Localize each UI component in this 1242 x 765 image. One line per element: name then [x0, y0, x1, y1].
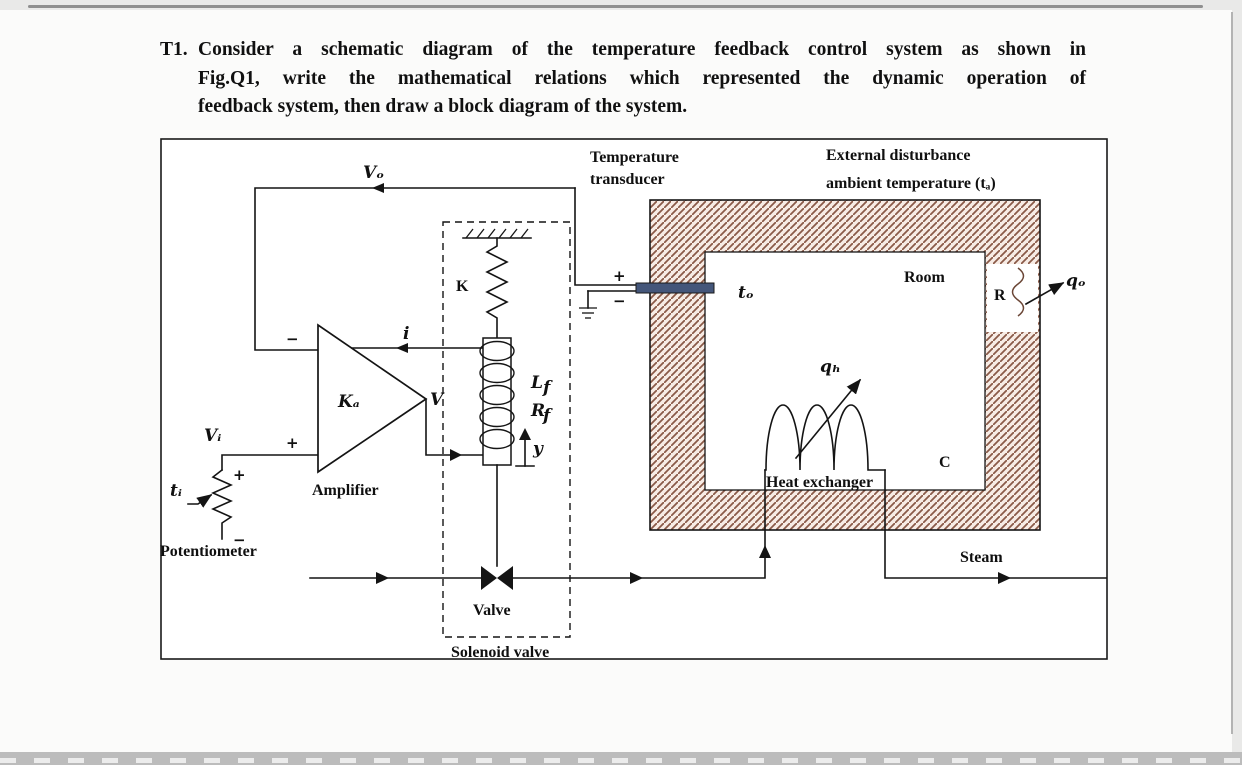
plus-sign-input: + — [286, 434, 299, 452]
lf-sub: f — [542, 378, 553, 398]
potentiometer-resistor — [211, 468, 233, 540]
rf-label: R — [530, 401, 545, 421]
to-label: tₒ — [738, 283, 754, 303]
transducer-probe — [635, 282, 715, 294]
minus-sign-feedback: − — [286, 330, 299, 348]
current-arrow — [396, 343, 408, 353]
question-line-3: feedback system, then draw a block diagr… — [198, 96, 688, 117]
amplifier-triangle — [317, 323, 428, 474]
pipe-arrow-steam — [998, 572, 1011, 584]
pot-plus-sign: + — [233, 466, 246, 484]
r-label: R — [994, 287, 1006, 304]
vo-arrow — [372, 183, 384, 193]
transducer-caption-line1: Temperature — [590, 149, 679, 166]
c-label: C — [939, 454, 951, 471]
output-arrow — [450, 449, 462, 461]
question-line-1: Consider a schematic diagram of the temp… — [198, 39, 1086, 60]
feedback-wire — [254, 187, 576, 351]
ka-label: Kₐ — [337, 392, 360, 412]
rf-sub: f — [542, 406, 553, 426]
wall-gap — [987, 264, 1038, 332]
coil-core — [482, 337, 512, 466]
figure-q1: Vₒ − + Temperature transducer + − Extern… — [160, 138, 1108, 661]
transducer-lead-plus — [574, 187, 637, 286]
qo-label: qₒ — [1066, 271, 1086, 291]
y-arrow — [515, 428, 535, 467]
heat-exchanger-coil — [764, 404, 886, 471]
steam-pipe-right — [884, 469, 1107, 579]
pipe-arrow-up — [759, 545, 771, 558]
solenoid-dashed-box — [442, 221, 571, 638]
ceiling-hatch — [462, 228, 532, 239]
i-label: i — [403, 324, 409, 344]
solenoid-valve-caption: Solenoid valve — [451, 644, 549, 660]
wiper-arrow — [187, 493, 213, 508]
pipe-arrow-1 — [376, 572, 389, 584]
y-label: y — [532, 439, 544, 459]
valve-symbol — [481, 566, 513, 590]
vo-label: Vₒ — [363, 163, 384, 183]
transducer-caption-line2: transducer — [590, 171, 665, 188]
room-label: Room — [904, 269, 946, 286]
v-label: V — [430, 390, 445, 410]
qh-label: qₕ — [820, 357, 841, 377]
vi-label: Vᵢ — [204, 426, 221, 446]
steam-pipe-to-room — [512, 469, 766, 579]
lf-label: L — [530, 373, 543, 393]
disturbance-caption-line2: ambient temperature (tₐ) — [826, 175, 996, 192]
qh-arrow — [794, 378, 862, 460]
potentiometer-caption: Potentiometer — [160, 543, 257, 560]
photo-edge-right — [1231, 12, 1233, 734]
pot-minus-sign: − — [233, 531, 246, 549]
amplifier-caption: Amplifier — [312, 482, 379, 499]
ti-label: tᵢ — [170, 481, 182, 501]
pipe-arrow-2 — [630, 572, 643, 584]
question-text: T1. Consider a schematic diagram of the t… — [160, 36, 1088, 122]
transducer-minus-sign: − — [613, 292, 626, 310]
photo-edge-bottom-dashes — [0, 758, 1242, 763]
qo-arrow — [1024, 281, 1065, 306]
transducer-plus-sign: + — [613, 267, 626, 285]
coil-bottom-lead — [425, 398, 483, 456]
question-line-2: Fig.Q1, write the mathematical relations… — [198, 67, 1086, 89]
steam-piping — [309, 469, 1107, 584]
disturbance-caption-line1: External disturbance — [826, 147, 970, 164]
spring-k-label: K — [456, 278, 469, 295]
question-number: T1. — [160, 39, 188, 60]
coil-winding — [479, 340, 515, 450]
steam-label: Steam — [960, 549, 1003, 566]
heat-exchanger-caption: Heat exchanger — [766, 474, 873, 491]
spring — [485, 237, 509, 339]
thermal-resistance-squiggle — [1011, 267, 1025, 317]
pot-input-wire — [221, 454, 319, 471]
photo-edge-top — [28, 5, 1203, 8]
figure-q1-container: Vₒ − + Temperature transducer + − Extern… — [160, 138, 1108, 665]
valve-caption: Valve — [473, 602, 511, 619]
room-interior — [704, 251, 986, 491]
ground-symbol — [579, 290, 597, 319]
